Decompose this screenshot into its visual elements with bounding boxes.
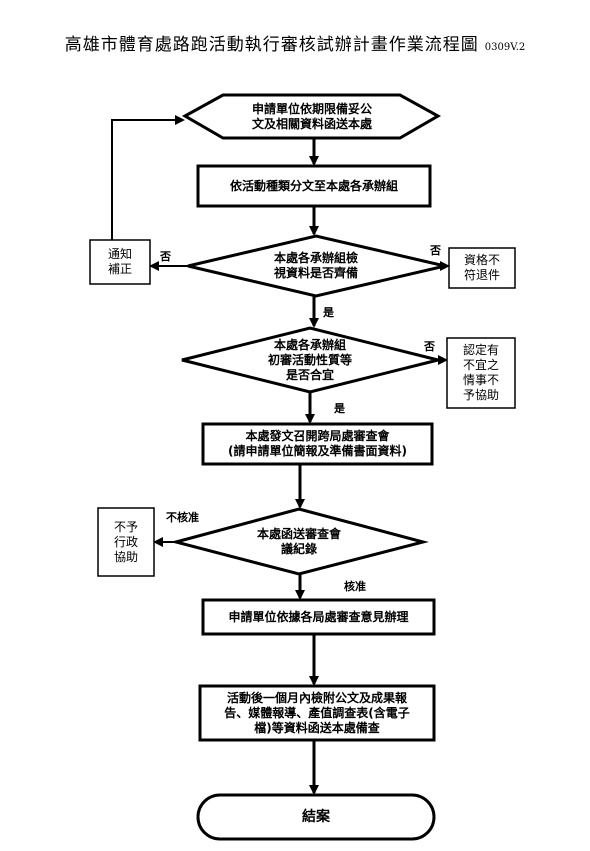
node-report-line-2: 告、媒體報導、產值調查表(含電子 — [224, 705, 410, 720]
node-close-text: 結案 — [200, 797, 432, 837]
node-report-text: 活動後一個月內檢附公文及成果報 告、媒體報導、產值調查表(含電子 檔)等資料函送… — [202, 688, 432, 738]
side-notify-line-2: 補正 — [107, 262, 132, 276]
node-review-text: 本處各承辦組 初審活動性質等 是否合宜 — [226, 336, 394, 384]
label-approved: 核准 — [344, 580, 366, 593]
node-distribute-text: 依活動種類分文至本處各承辦組 — [200, 168, 428, 204]
side-reject-line-2: 符退件 — [463, 268, 500, 282]
node-close-shape — [196, 793, 436, 841]
node-meeting-line-2: (請申請單位簡報及準備書面資料) — [228, 444, 407, 458]
side-noassist-line-3: 協助 — [113, 549, 138, 564]
node-followup-shape — [201, 598, 436, 636]
node-report-line-3: 檔)等資料函送本處備查 — [254, 720, 380, 735]
node-submit-text: 申請單位依期限備妥公 文及相關資料函送本處 — [210, 99, 414, 135]
node-submit-line-2: 文及相關資料函送本處 — [251, 117, 372, 131]
side-noassist-line-2: 行政 — [113, 534, 138, 549]
label-yes-2: 是 — [334, 402, 345, 415]
node-meeting-text: 本處發文召開跨局處審查會 (請申請單位簡報及準備書面資料) — [205, 426, 430, 462]
label-yes-1: 是 — [323, 306, 334, 319]
connector-notify-loop — [111, 115, 185, 240]
node-review-line-1: 本處各承辦組 — [273, 337, 346, 352]
node-followup-line-1: 申請單位依據各局處審查意見辦理 — [228, 609, 409, 624]
node-minutes-text: 本處函送審查會 議紀錄 — [224, 524, 374, 560]
node-distribute-line-1: 依活動種類分文至本處各承辦組 — [229, 178, 398, 193]
node-minutes-line-1: 本處函送審查會 — [256, 527, 341, 541]
label-no-right: 否 — [430, 244, 441, 257]
side-deem-line-3: 情事不 — [462, 373, 499, 387]
side-reject-line-1: 資格不 — [463, 253, 500, 267]
node-meeting-line-1: 本處發文召開跨局處審查會 — [245, 429, 390, 443]
label-not-approved: 不核准 — [166, 511, 199, 524]
side-deem-shape — [446, 337, 516, 409]
node-check-text: 本處各承辦組檢 視資料是否齊備 — [226, 248, 406, 284]
node-review-line-3: 是否合宜 — [285, 367, 334, 382]
side-deem-line-4: 予協助 — [462, 388, 499, 402]
label-no-left: 否 — [160, 250, 171, 263]
side-notify-line-1: 通知 — [107, 247, 132, 261]
node-close-line-1: 結案 — [302, 808, 330, 825]
side-deem-line-2: 不宜之 — [462, 358, 499, 372]
side-reject-text: 資格不 符退件 — [450, 249, 514, 287]
side-notify-text: 通知 補正 — [91, 241, 149, 283]
label-no-2: 否 — [424, 340, 435, 353]
node-review-line-2: 初審活動性質等 — [267, 352, 352, 367]
version-code: 0309V.2 — [484, 42, 526, 53]
node-report-line-1: 活動後一個月內檢附公文及成果報 — [226, 690, 407, 705]
node-submit-line-1: 申請單位依期限備妥公 — [251, 102, 372, 116]
side-noassist-line-1: 不予 — [113, 519, 138, 534]
node-minutes-shape — [170, 507, 429, 576]
side-deem-line-1: 認定有 — [462, 343, 499, 357]
node-submit-shape — [181, 93, 442, 140]
node-check-line-2: 視資料是否齊備 — [273, 266, 358, 280]
node-meeting-shape — [201, 422, 434, 466]
node-report-shape — [198, 684, 436, 742]
title-text: 高雄市體育處路跑活動執行審核試辦計畫作業流程圖 — [64, 35, 479, 55]
node-followup-text: 申請單位依據各局處審查意見辦理 — [205, 602, 432, 632]
node-check-line-1: 本處各承辦組檢 — [273, 251, 358, 265]
side-deem-text: 認定有 不宜之 情事不 予協助 — [448, 339, 514, 407]
page-title: 高雄市體育處路跑活動執行審核試辦計畫作業流程圖 0309V.2 — [0, 30, 590, 55]
node-minutes-line-2: 議紀錄 — [280, 542, 317, 556]
side-noassist-text: 不予 行政 協助 — [99, 509, 153, 575]
